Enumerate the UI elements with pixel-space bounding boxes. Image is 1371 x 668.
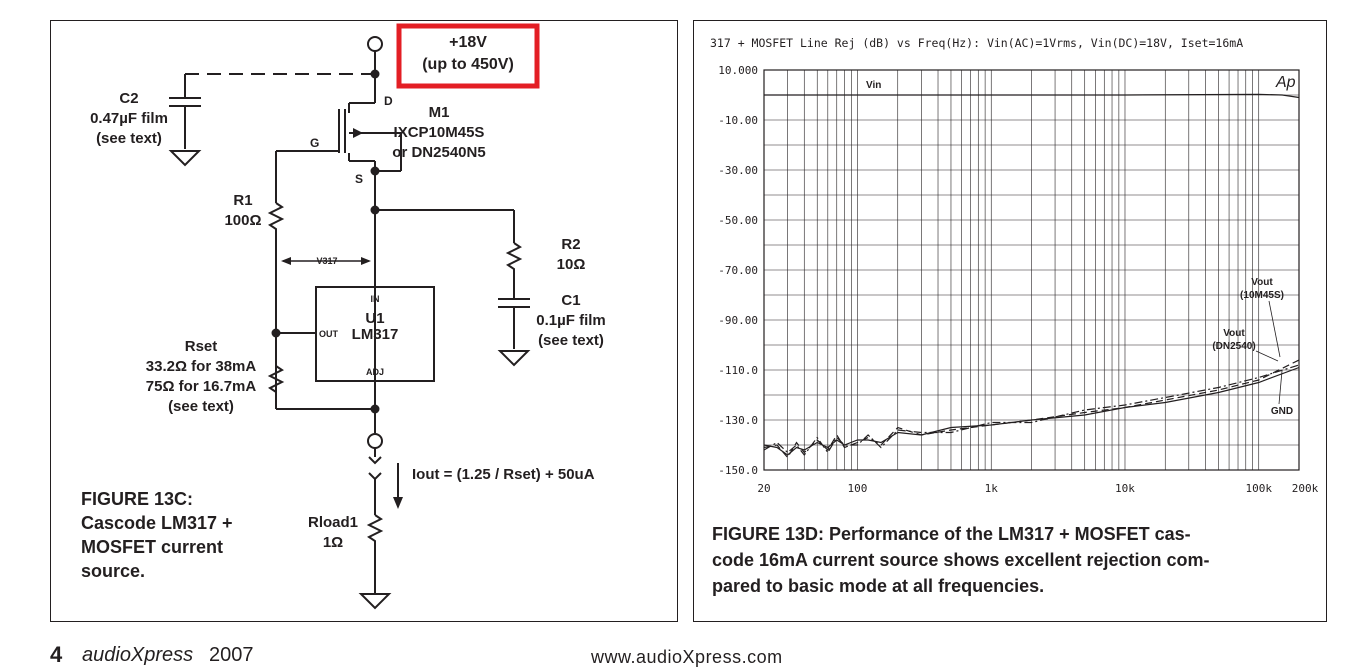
chart-panel: 317 + MOSFET Line Rej (dB) vs Freq(Hz): … bbox=[693, 20, 1327, 622]
y-tick-label: -110.0 bbox=[718, 364, 758, 377]
x-tick-label: 100k bbox=[1245, 482, 1272, 495]
y-tick-label: -150.0 bbox=[718, 464, 758, 477]
chart-title: 317 + MOSFET Line Rej (dB) vs Freq(Hz): … bbox=[710, 36, 1243, 50]
y-tick-label: -10.00 bbox=[718, 114, 758, 127]
page-number: 4 bbox=[50, 642, 63, 667]
x-tick-label: 10k bbox=[1115, 482, 1135, 495]
pin-s: S bbox=[355, 172, 363, 186]
x-tick-label: 100 bbox=[848, 482, 868, 495]
c2-value: 0.47µF film bbox=[90, 110, 168, 127]
m1-name: M1 bbox=[429, 104, 450, 121]
label-vout-1: Vout bbox=[1251, 277, 1273, 288]
series-line-vout-dn2540- bbox=[763, 364, 1300, 456]
r2-name: R2 bbox=[561, 236, 580, 253]
figure-13c-caption: FIGURE 13C: Cascode LM317 + MOSFET curre… bbox=[81, 489, 233, 581]
website-url: www.audioXpress.com bbox=[591, 647, 783, 667]
r1-name: R1 bbox=[233, 192, 252, 209]
y-tick-label: -50.00 bbox=[718, 214, 758, 227]
rset-option-1: 33.2Ω for 38mA bbox=[146, 358, 257, 375]
label-dn2540: (DN2540) bbox=[1212, 341, 1255, 352]
series-line-vin bbox=[764, 93, 1300, 99]
publication-name: audioXpress bbox=[82, 644, 194, 666]
x-tick-label: 20 bbox=[757, 482, 770, 495]
y-tick-label: -30.00 bbox=[718, 164, 758, 177]
chart-ticks: 10.000 -10.00 -30.00 -50.00 -70.00 -90.00 -110… bbox=[718, 64, 1318, 495]
c1-name: C1 bbox=[561, 292, 580, 309]
u1-pin-in: IN bbox=[371, 294, 380, 304]
u1-pin-out: OUT bbox=[319, 329, 339, 339]
u1-pin-adj: ADJ bbox=[366, 367, 384, 377]
supply-terminal bbox=[367, 36, 383, 52]
supply-highlight bbox=[396, 23, 540, 89]
line-rejection-chart: 317 + MOSFET Line Rej (dB) vs Freq(Hz): … bbox=[710, 36, 1319, 495]
x-tick-label: 200k bbox=[1292, 482, 1319, 495]
y-tick-label: -70.00 bbox=[718, 264, 758, 277]
u1-name: U1 bbox=[365, 310, 384, 327]
v317-label: V317 bbox=[316, 256, 337, 266]
x-tick-label: 1k bbox=[985, 482, 999, 495]
plot-frame bbox=[763, 69, 1300, 471]
r2-value: 10Ω bbox=[557, 256, 586, 273]
pin-d: D bbox=[384, 94, 393, 108]
y-tick-label: 10.000 bbox=[718, 64, 758, 77]
schematic-panel: +18V (up to 450V) C2 0.47µF film (see te… bbox=[50, 20, 678, 622]
chart-grid bbox=[763, 69, 1300, 471]
ap-logo: Ap bbox=[1275, 74, 1296, 91]
m1-alt-part: or DN2540N5 bbox=[392, 144, 485, 161]
c1-note: (see text) bbox=[538, 332, 604, 349]
u1-part: LM317 bbox=[352, 326, 399, 343]
c2-name: C2 bbox=[119, 90, 138, 107]
r1-value: 100Ω bbox=[224, 212, 261, 229]
rset-note: (see text) bbox=[168, 398, 234, 415]
supply-voltage: +18V bbox=[449, 34, 487, 51]
rload-name: Rload1 bbox=[308, 514, 358, 531]
series-line-gnd bbox=[763, 366, 1300, 456]
chart-series bbox=[763, 93, 1300, 459]
m1-part: IXCP10M45S bbox=[394, 124, 485, 141]
y-tick-label: -130.0 bbox=[718, 414, 758, 427]
rset-option-2: 75Ω for 16.7mA bbox=[146, 378, 257, 395]
y-tick-label: -90.00 bbox=[718, 314, 758, 327]
rset-name: Rset bbox=[185, 338, 218, 355]
publication-year: 2007 bbox=[209, 644, 254, 666]
label-10m45s: (10M45S) bbox=[1240, 290, 1284, 301]
schematic-diagram: +18V (up to 450V) C2 0.47µF film (see te… bbox=[90, 23, 606, 610]
label-gnd: GND bbox=[1271, 406, 1293, 417]
iout-formula: Iout = (1.25 / Rset) + 50uA bbox=[412, 466, 595, 483]
label-vout-2: Vout bbox=[1223, 328, 1245, 339]
supply-range: (up to 450V) bbox=[422, 56, 514, 73]
pin-g: G bbox=[310, 136, 319, 150]
rload-value: 1Ω bbox=[323, 534, 343, 551]
c2-note: (see text) bbox=[96, 130, 162, 147]
label-vin: Vin bbox=[866, 80, 881, 91]
c1-value: 0.1µF film bbox=[536, 312, 606, 329]
figure-13d-caption: FIGURE 13D: Performance of the LM317 + M… bbox=[712, 524, 1210, 596]
